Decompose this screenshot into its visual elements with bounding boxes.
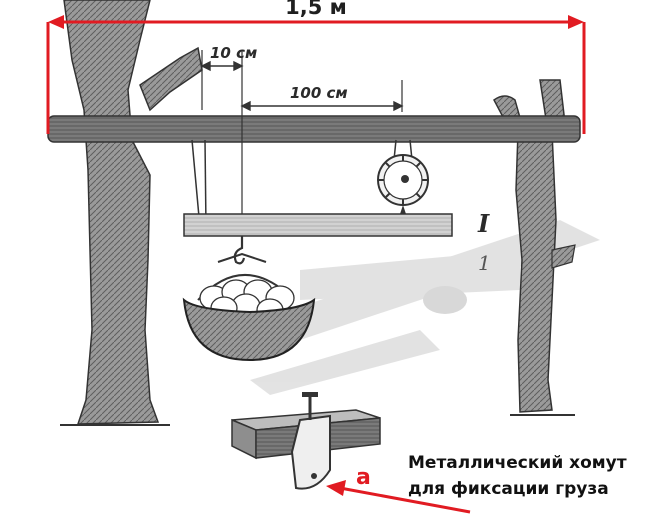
- small-dimension-label: 10 см: [210, 44, 257, 62]
- dimension-arrows: [200, 60, 404, 112]
- hook: [233, 236, 246, 265]
- note-line-1: Металлический хомут: [408, 453, 627, 473]
- egg-basket: [182, 252, 316, 362]
- left-tree: [60, 0, 203, 426]
- metal-clamp-detail: [231, 392, 381, 490]
- lever-beam: [183, 213, 453, 237]
- dimension-guides: [201, 50, 403, 240]
- large-dimension-label: 100 см: [290, 84, 348, 102]
- dial-scale: [377, 154, 429, 214]
- total-span-dimension: [46, 15, 586, 134]
- beam-marker-label: I: [477, 209, 490, 238]
- pointer-arrow: [326, 480, 471, 514]
- position-marker-label: 1: [478, 251, 491, 275]
- pointer-letter-label: а: [356, 465, 371, 490]
- note-line-2: для фиксации груза: [408, 479, 609, 499]
- main-beam: [47, 115, 581, 143]
- total-span-label: 1,5 м: [285, 0, 347, 19]
